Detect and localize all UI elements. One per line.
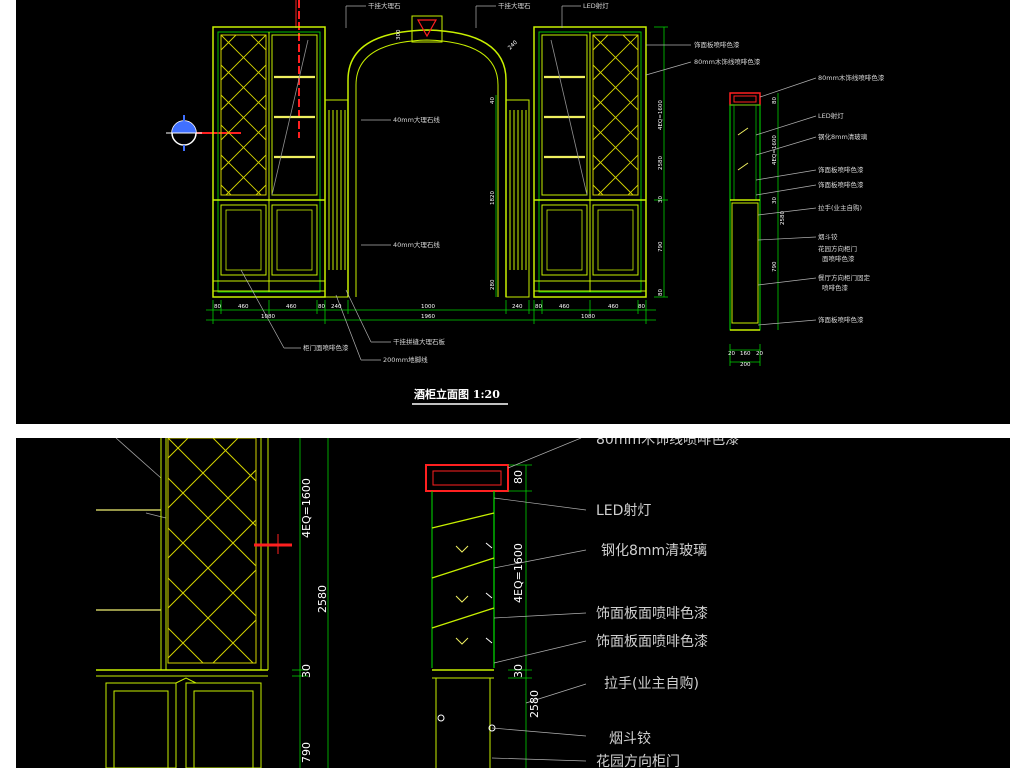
side-dim-20b: 20 [756, 351, 763, 357]
right-pilaster [505, 99, 530, 298]
dim-460a: 460 [238, 304, 249, 310]
zoom-dim-4eq: 4EQ=1600 [512, 543, 525, 603]
bottom-dimension-lines [206, 300, 656, 324]
label-led-top: LED射灯 [583, 1, 609, 10]
label-side-trim: 80mm木饰线喷啡色漆 [818, 73, 885, 82]
zoom-dim-2580: 2580 [528, 690, 541, 718]
bottom-zoomed-panel: 80mm木饰线喷啡色漆 LED射灯 钢化8mm清玻璃 饰面板面喷啡色漆 饰面板面… [16, 438, 1010, 768]
dim-460b: 460 [286, 304, 297, 310]
zoomed-detail-drawing: 80mm木饰线喷啡色漆 LED射灯 钢化8mm清玻璃 饰面板面喷啡色漆 饰面板面… [96, 438, 739, 768]
zoomed-dimension-texts: 4EQ=1600 2580 30 790 80 4EQ=1600 30 2580 [300, 470, 541, 763]
zoom-dim-790-left: 790 [300, 742, 313, 763]
zoomed-lattice [167, 438, 257, 664]
zoom-dim-30: 30 [512, 664, 525, 678]
side-section [729, 92, 779, 366]
side-dim-2580: 2580 [780, 211, 786, 225]
dim-80v: 80 [658, 289, 664, 296]
wine-cabinet-elevation-drawing: 干挂大理石 干挂大理石 LED射灯 饰面板喷啡色漆 80mm木饰线喷啡色漆 40… [166, 0, 885, 405]
dim-1000: 1000 [421, 304, 435, 310]
label-side-led: LED射灯 [818, 111, 844, 120]
dim-4eq: 4EQ=1600 [658, 100, 664, 130]
arch-opening [347, 15, 507, 297]
zoom-dim-80: 80 [512, 470, 525, 484]
zoom-dim-4eq-left: 4EQ=1600 [300, 478, 313, 538]
zoomed-leader-lines [491, 438, 587, 762]
label-marble-line-2: 40mm大理石线 [393, 240, 440, 249]
side-dim-160: 160 [740, 351, 751, 357]
label-side-panel-2: 饰面板喷啡色漆 [818, 180, 864, 189]
zoom-label-garden: 花园方向柜门 [596, 754, 680, 768]
dim-460c: 460 [559, 304, 570, 310]
dim-40: 40 [490, 97, 496, 104]
zoom-dim-2580-left: 2580 [316, 585, 329, 613]
zoom-label-panel-1: 饰面板面喷啡色漆 [596, 605, 708, 622]
zoom-label-handle: 拉手(业主自购) [604, 676, 699, 692]
dim-30: 30 [658, 196, 664, 203]
label-dry-stone-board: 干挂拼缝大理石板 [393, 337, 446, 346]
dim-240v: 240 [507, 39, 519, 51]
label-side-dining-2: 喷啡色漆 [822, 283, 849, 292]
dim-300: 300 [396, 29, 402, 40]
right-lattice [592, 34, 639, 196]
top-drawing-panel: 干挂大理石 干挂大理石 LED射灯 饰面板喷啡色漆 80mm木饰线喷啡色漆 40… [16, 0, 1010, 424]
side-leader-lines [755, 77, 817, 326]
top-annotation-labels: 干挂大理石 干挂大理石 LED射灯 饰面板喷啡色漆 80mm木饰线喷啡色漆 40… [303, 1, 885, 364]
dim-240b: 240 [512, 304, 523, 310]
dim-1820: 1820 [490, 191, 496, 205]
zoom-label-trim: 80mm木饰线喷啡色漆 [596, 438, 739, 448]
right-shelves [544, 75, 585, 159]
label-side-handle: 拉手(业主自购) [818, 203, 862, 212]
label-side-garden-2: 面喷啡色漆 [822, 254, 855, 263]
label-side-panel-1: 饰面板喷啡色漆 [818, 165, 864, 174]
dim-1960: 1960 [421, 314, 435, 320]
zoom-label-glass: 钢化8mm清玻璃 [601, 542, 707, 559]
dim-240a: 240 [331, 304, 342, 310]
dim-80b: 80 [318, 304, 325, 310]
label-door-paint: 柜门面喷啡色漆 [303, 343, 349, 352]
label-side-garden-1: 花园方向柜门 [818, 244, 857, 253]
side-dim-30: 30 [772, 197, 778, 204]
side-dim-200: 200 [740, 362, 751, 368]
dim-790: 790 [658, 241, 664, 252]
dim-80d: 80 [638, 304, 645, 310]
label-panel-paint-1: 饰面板喷啡色漆 [694, 40, 740, 49]
label-side-dining-1: 餐厅方向柜门固定 [818, 273, 871, 282]
zoom-dim-30-left: 30 [300, 664, 313, 678]
dim-2580: 2580 [658, 156, 664, 170]
left-pilaster [324, 99, 349, 298]
label-stone-a: 干挂大理石 [368, 1, 401, 10]
label-side-glass: 钢化8mm清玻璃 [818, 132, 868, 141]
left-shelves [274, 75, 315, 159]
label-stone-b: 干挂大理石 [498, 1, 531, 10]
left-lattice [220, 34, 267, 196]
side-dim-80: 80 [772, 97, 778, 104]
side-dim-20a: 20 [728, 351, 735, 357]
top-dimension-texts: 80 460 460 80 240 1000 240 80 460 460 80… [214, 29, 786, 368]
label-side-hinge: 烟斗铰 [818, 232, 838, 241]
label-marble-line-1: 40mm大理石线 [393, 115, 440, 124]
dim-80c: 80 [535, 304, 542, 310]
zoomed-cabinet [96, 438, 329, 768]
right-dimension-lines [495, 26, 668, 298]
zoomed-labels: 80mm木饰线喷啡色漆 LED射灯 钢化8mm清玻璃 饰面板面喷啡色漆 饰面板面… [596, 438, 739, 768]
side-dim-4eq: 4EQ=1600 [772, 135, 778, 165]
drawing-title: 酒柜立面图 1:20 [414, 387, 500, 401]
dim-1080b: 1080 [581, 314, 595, 320]
dim-80a: 80 [214, 304, 221, 310]
side-dim-790: 790 [772, 261, 778, 272]
section-marker-icon [166, 115, 202, 151]
dim-460d: 460 [608, 304, 619, 310]
label-trim-80-1: 80mm木饰线喷啡色漆 [694, 57, 761, 66]
dim-1080a: 1080 [261, 314, 275, 320]
left-cabinet [212, 26, 326, 298]
zoom-label-hinge: 烟斗铰 [609, 731, 651, 747]
zoom-label-panel-2: 饰面板面喷啡色漆 [596, 633, 708, 650]
zoom-label-led: LED射灯 [596, 503, 651, 519]
dim-280: 280 [490, 279, 496, 290]
label-skirting: 200mm地脚线 [383, 355, 428, 364]
right-cabinet [533, 26, 647, 298]
label-side-panel-3: 饰面板喷啡色漆 [818, 315, 864, 324]
leader-lines [240, 5, 692, 361]
